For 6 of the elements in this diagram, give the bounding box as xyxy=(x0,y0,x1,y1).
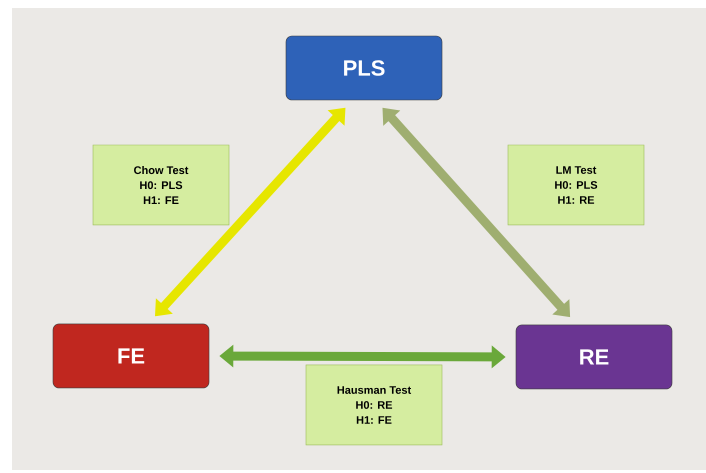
test-box: Chow Test H0: PLS H1: FE xyxy=(92,144,230,226)
test-box: LM Test H0: PLS H1: RE xyxy=(508,144,644,226)
model-box: RE xyxy=(516,324,672,390)
model-box: FE xyxy=(52,324,210,388)
test-box: Hausman Test H0: RE H1: FE xyxy=(306,364,442,446)
model-box: PLS xyxy=(286,36,442,100)
